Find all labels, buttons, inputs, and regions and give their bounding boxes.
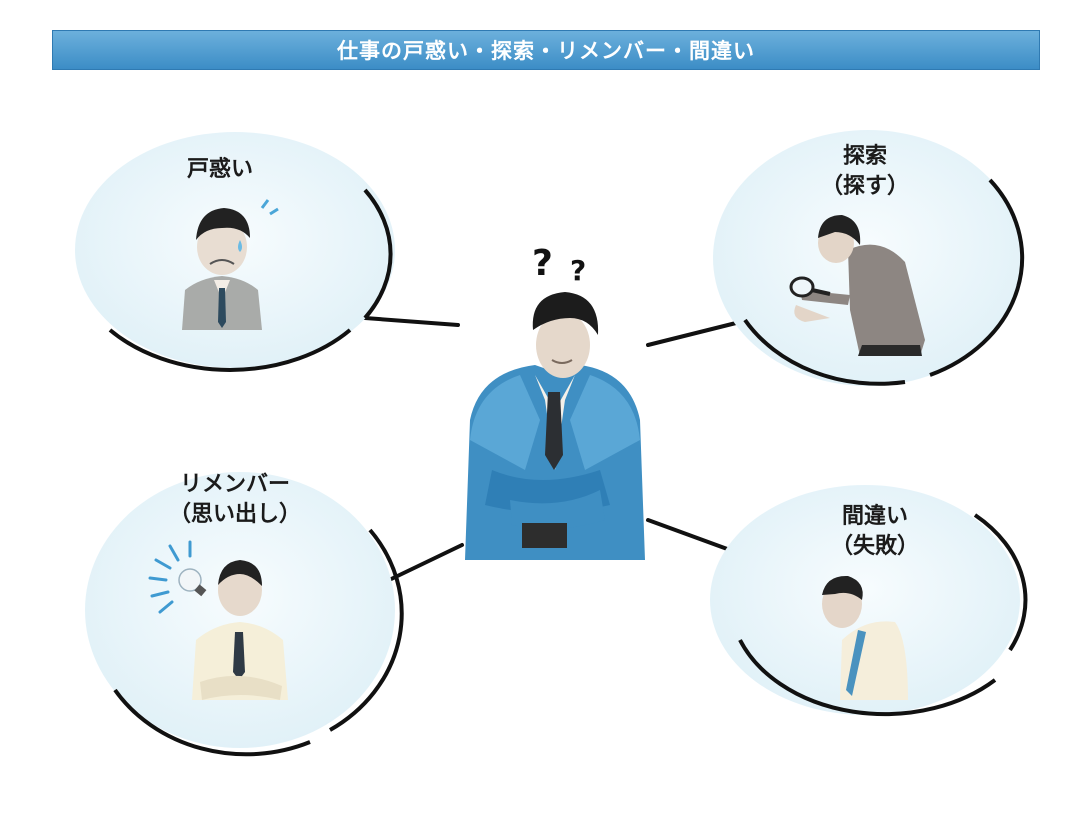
worried-man-icon xyxy=(182,199,279,330)
question-marks: ? xyxy=(532,243,553,284)
svg-text:?: ? xyxy=(570,254,586,287)
connector-confusion xyxy=(363,316,460,327)
label-confusion-line1: 戸惑い xyxy=(186,157,253,182)
label-mistake-line1: 間違い xyxy=(841,504,908,529)
label-mistake: 間違い （失敗） xyxy=(825,502,925,562)
bubble-remember xyxy=(85,472,404,757)
bubble-confusion xyxy=(75,132,395,372)
remembering-man-icon xyxy=(148,540,288,700)
central-man-icon: ? ? xyxy=(465,243,645,560)
mistaken-man-icon xyxy=(822,575,908,700)
label-remember-line1: リメンバー xyxy=(179,472,290,497)
label-remember: リメンバー （思い出し） xyxy=(160,470,310,530)
connector-search xyxy=(646,320,742,347)
page-title: 仕事の戸惑い・探索・リメンバー・間違い xyxy=(52,30,1040,70)
label-mistake-line2: （失敗） xyxy=(830,534,919,559)
connector-mistake xyxy=(646,518,732,552)
label-search-line1: 探索 xyxy=(842,144,887,169)
label-search-line2: （探す） xyxy=(820,174,909,199)
bubble-mistake xyxy=(710,485,1028,717)
bubble-search xyxy=(713,130,1025,386)
label-remember-line2: （思い出し） xyxy=(168,502,301,527)
label-confusion: 戸惑い xyxy=(180,155,260,185)
lightbulb-icon xyxy=(148,540,207,614)
searching-man-icon xyxy=(789,215,925,356)
label-search: 探索 （探す） xyxy=(810,142,920,202)
